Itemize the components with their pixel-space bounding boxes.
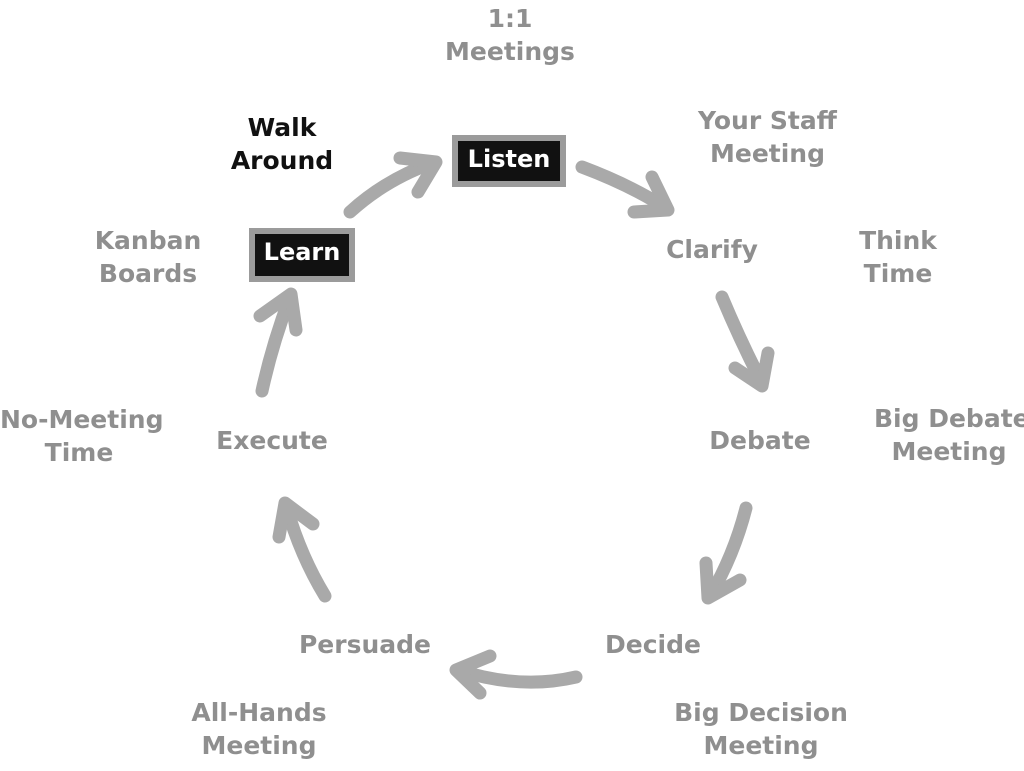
staff-meeting-line-1: Your Staff — [698, 106, 837, 135]
all-hands-meeting-label: All-Hands Meeting — [184, 696, 334, 762]
persuade-label: Persuade — [298, 630, 431, 659]
big-decision-line-1: Big Decision — [674, 698, 848, 727]
staff-meeting-label: Your Staff Meeting — [690, 104, 845, 170]
one-on-one-line-2: Meetings — [445, 37, 575, 66]
listen-box: Listen — [452, 135, 566, 187]
walk-around-line-2: Around — [230, 146, 334, 175]
arrow-listen-to-clarify — [575, 160, 675, 219]
kanban-boards-label: Kanban Boards — [88, 224, 208, 290]
big-decision-line-2: Meeting — [703, 731, 819, 760]
arrow-debate-to-decide — [699, 501, 753, 605]
listen-label: Listen — [458, 141, 560, 181]
big-debate-line-2: Meeting — [891, 437, 1007, 466]
learn-box: Learn — [249, 228, 355, 282]
clarify-label: Clarify — [666, 235, 758, 264]
big-decision-meeting-label: Big Decision Meeting — [668, 696, 854, 762]
think-time-label: Think Time — [848, 224, 948, 290]
arrow-clarify-to-debate — [715, 290, 775, 393]
no-meeting-line-2: Time — [44, 438, 114, 467]
arrow-decide-to-persuade — [449, 649, 583, 700]
debate-label: Debate — [709, 426, 811, 455]
one-on-one-meetings-label: 1:1 Meetings — [430, 2, 590, 68]
kanban-line-1: Kanban — [94, 226, 202, 255]
walk-around-label: Walk Around — [222, 111, 342, 177]
all-hands-line-1: All-Hands — [191, 698, 327, 727]
walk-around-line-1: Walk — [247, 113, 317, 142]
big-debate-meeting-label: Big Debate Meeting — [874, 402, 1024, 468]
arrow-learn-to-listen — [343, 151, 443, 219]
big-debate-line-1: Big Debate — [874, 404, 1024, 433]
kanban-line-2: Boards — [98, 259, 198, 288]
arrow-execute-to-learn — [253, 287, 303, 398]
decide-label: Decide — [605, 630, 701, 659]
all-hands-line-2: Meeting — [201, 731, 317, 760]
one-on-one-line-1: 1:1 — [487, 4, 533, 33]
arrow-persuade-to-execute — [272, 496, 332, 603]
learn-label: Learn — [255, 234, 349, 276]
staff-meeting-line-2: Meeting — [709, 139, 825, 168]
execute-label: Execute — [216, 426, 328, 455]
no-meeting-line-1: No-Meeting — [0, 405, 164, 434]
no-meeting-time-label: No-Meeting Time — [0, 403, 164, 469]
think-time-line-2: Time — [863, 259, 933, 288]
think-time-line-1: Think — [859, 226, 937, 255]
